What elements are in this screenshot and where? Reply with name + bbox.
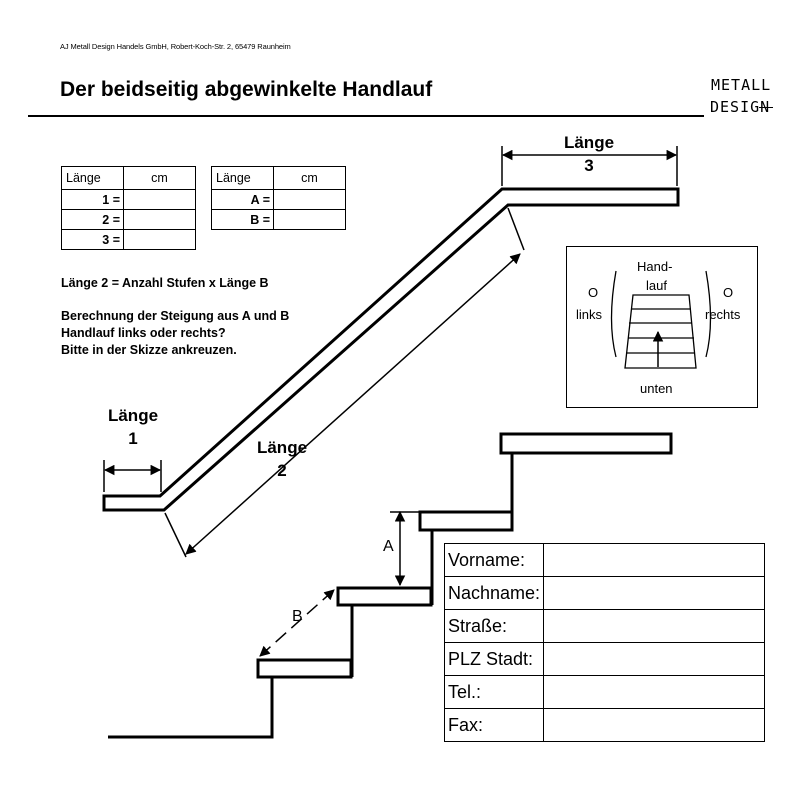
- dim-laenge2-label: Länge 2: [247, 436, 317, 482]
- guide-line-right: [705, 270, 712, 358]
- stairs-top-view: [610, 270, 712, 369]
- lastname-label: Nachname:: [443, 576, 545, 610]
- right-option-mark[interactable]: O: [723, 285, 734, 300]
- company-logo: METALL DESIGN: [705, 76, 773, 126]
- dim-laenge2-num: 2: [277, 461, 287, 480]
- right-option-label: rechts: [705, 307, 741, 322]
- laenge-table-header-name: Länge: [61, 166, 124, 190]
- table-row: B =: [211, 209, 346, 230]
- laenge-table-header-cm: cm: [123, 166, 196, 190]
- dim-laenge2-word: Länge: [256, 438, 308, 457]
- street-field[interactable]: [543, 609, 766, 643]
- ab-table-header-cm: cm: [273, 166, 346, 190]
- dim-a-label: A: [383, 538, 394, 555]
- laenge-3-label: 3 =: [61, 229, 124, 250]
- dim-laenge2-ext-high: [507, 207, 525, 251]
- company-address: AJ Metall Design Handels GmbH, Robert-Ko…: [60, 42, 291, 51]
- bottom-label: unten: [640, 381, 673, 396]
- laenge-table: Länge cm 1 = 2 = 3 =: [61, 166, 196, 250]
- zip-city-field[interactable]: [543, 642, 766, 676]
- phone-label: Tel.:: [443, 675, 545, 709]
- stairs-plan-outline: [624, 294, 697, 369]
- laenge-2-input[interactable]: [123, 209, 196, 230]
- street-label: Straße:: [443, 609, 545, 643]
- stair-tread-4: [499, 432, 673, 455]
- title-divider: [28, 115, 704, 117]
- ab-table-header-name: Länge: [211, 166, 274, 190]
- logo-text-metall: METALL: [711, 76, 772, 94]
- a-label: A =: [211, 189, 274, 210]
- firstname-label: Vorname:: [443, 543, 545, 577]
- dim-laenge2-ext-low: [164, 512, 187, 558]
- dim-laenge3-word: Länge: [563, 133, 615, 152]
- ab-table: Länge cm A = B =: [211, 166, 346, 230]
- handlauf-label-line1: Hand-: [637, 259, 673, 274]
- dim-laenge3-num: 3: [584, 156, 594, 175]
- phone-field[interactable]: [543, 675, 766, 709]
- logo-underline: [759, 107, 773, 108]
- b-input[interactable]: [273, 209, 346, 230]
- table-row: Fax:: [443, 708, 766, 742]
- table-row: Nachname:: [443, 576, 766, 610]
- instruction-line: Handlauf links oder rechts?: [61, 326, 226, 340]
- table-row: Vorname:: [443, 543, 766, 577]
- stair-tread-2: [336, 586, 433, 607]
- table-row: 3 =: [61, 229, 196, 250]
- table-row: Tel.:: [443, 675, 766, 709]
- stair-profile: [108, 453, 514, 739]
- table-row: Straße:: [443, 609, 766, 643]
- a-input[interactable]: [273, 189, 346, 210]
- b-label: B =: [211, 209, 274, 230]
- laenge-1-label: 1 =: [61, 189, 124, 210]
- dim-laenge1-num: 1: [128, 429, 138, 448]
- dim-b-label: B: [292, 608, 303, 625]
- dim-laenge3-label: Länge 3: [554, 131, 624, 177]
- laenge-3-input[interactable]: [123, 229, 196, 250]
- left-option-mark[interactable]: O: [588, 285, 599, 300]
- dim-laenge1-label: Länge 1: [98, 404, 168, 450]
- fax-label: Fax:: [443, 708, 545, 742]
- laenge-1-input[interactable]: [123, 189, 196, 210]
- page-title: Der beidseitig abgewinkelte Handlauf: [60, 78, 433, 101]
- zip-city-label: PLZ Stadt:: [443, 642, 545, 676]
- handlauf-label-line2: lauf: [646, 278, 667, 293]
- table-row: 2 =: [61, 209, 196, 230]
- side-selection-box: O links O rechts Hand- lauf unten: [566, 246, 758, 408]
- fax-field[interactable]: [543, 708, 766, 742]
- left-option-label: links: [576, 307, 603, 322]
- stair-tread-3: [418, 510, 514, 532]
- dim-laenge1-word: Länge: [107, 406, 159, 425]
- table-row: 1 =: [61, 189, 196, 210]
- stair-tread-1: [256, 658, 353, 679]
- instructions-note: Berechnung der Steigung aus A und B Hand…: [61, 308, 289, 359]
- guide-line-left: [610, 270, 617, 358]
- contact-form: Vorname: Nachname: Straße: PLZ Stadt: Te…: [443, 543, 766, 742]
- dim-b-arrow: [259, 589, 335, 657]
- laenge-2-label: 2 =: [61, 209, 124, 230]
- lastname-field[interactable]: [543, 576, 766, 610]
- table-row: A =: [211, 189, 346, 210]
- table-row: PLZ Stadt:: [443, 642, 766, 676]
- firstname-field[interactable]: [543, 543, 766, 577]
- instruction-line: Bitte in der Skizze ankreuzen.: [61, 343, 237, 357]
- instruction-line: Berechnung der Steigung aus A und B: [61, 309, 290, 323]
- dim-laenge2-arrow: [185, 253, 521, 555]
- logo-text-design: DESIGN: [710, 98, 771, 116]
- formula-note: Länge 2 = Anzahl Stufen x Länge B: [61, 276, 269, 290]
